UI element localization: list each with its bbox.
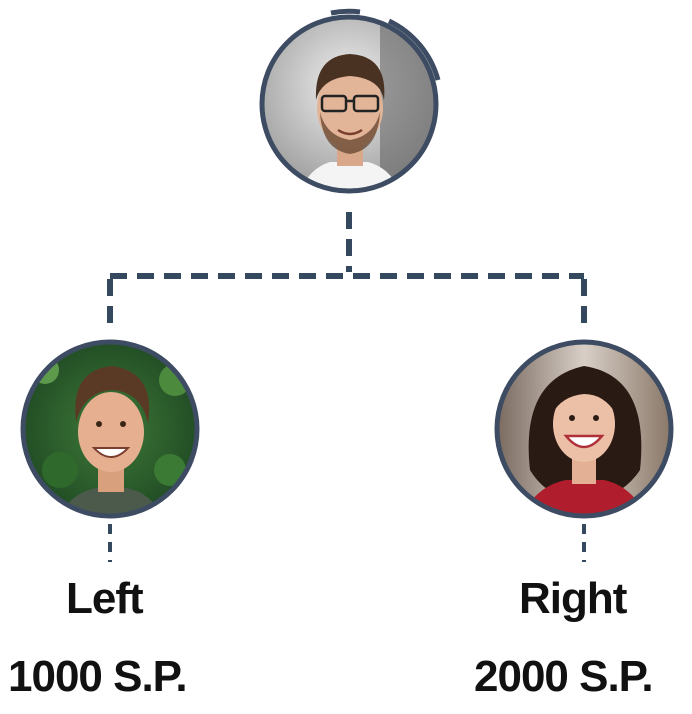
avatar-ring-top (259, 14, 439, 194)
right-points: 2000 S.P. (474, 652, 654, 701)
avatar-ring-right (494, 339, 674, 519)
avatar-ring-left (20, 339, 200, 519)
node-right (494, 339, 674, 519)
smiling-woman-avatar (497, 342, 671, 516)
smiling-man-avatar (23, 342, 197, 516)
avatar-ring-accent-top (330, 8, 361, 16)
left-label: Left (66, 574, 144, 623)
connector-lines (107, 212, 587, 562)
node-left (20, 339, 200, 519)
left-points: 1000 S.P. (8, 652, 188, 701)
man-with-glasses-avatar (262, 17, 436, 191)
right-label: Right (519, 574, 627, 623)
node-top (259, 8, 441, 194)
